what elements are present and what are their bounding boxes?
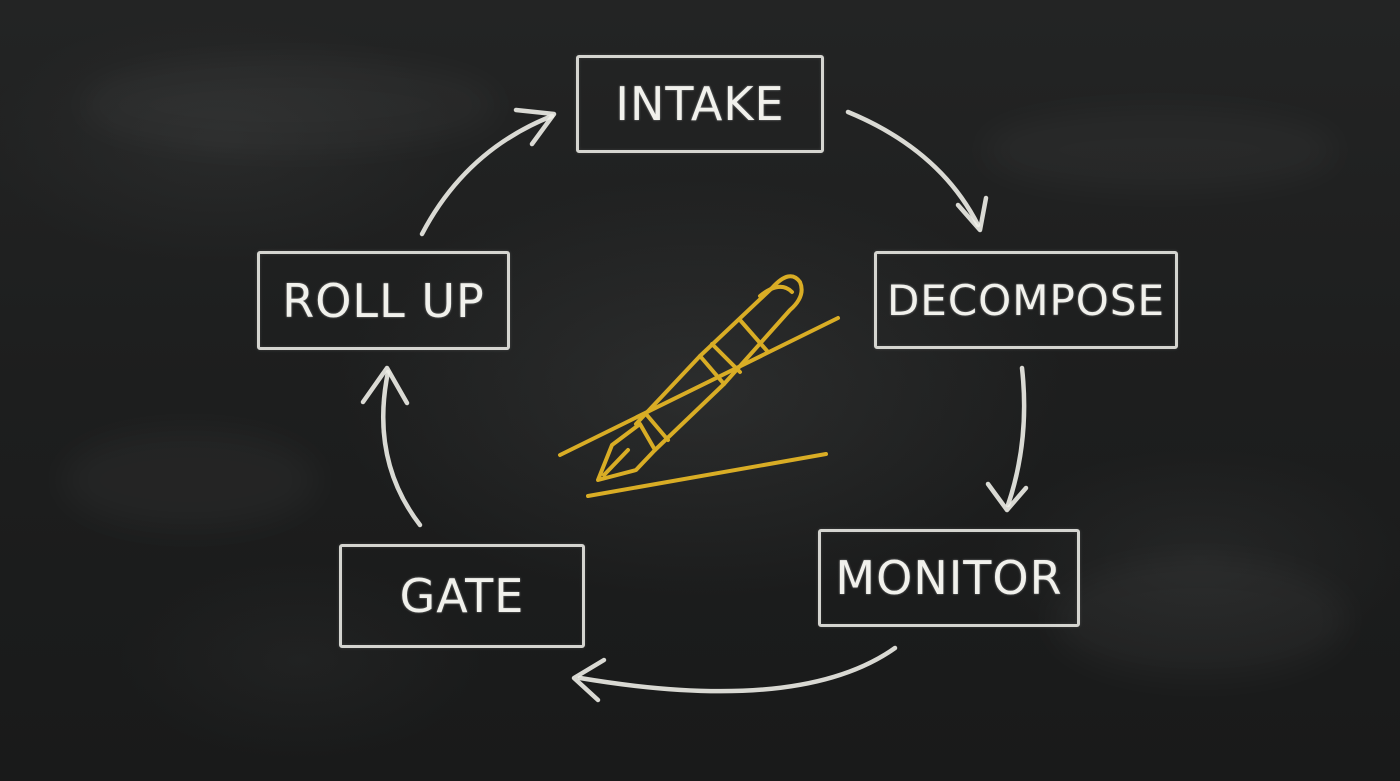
node-decompose: DECOMPOSE (874, 251, 1178, 349)
node-gate: GATE (339, 544, 585, 648)
node-gate-label: GATE (399, 569, 525, 623)
arrow-rollup-to-intake (419, 107, 557, 237)
arrow-gate-to-rollup (360, 365, 423, 528)
arrow-intake-to-decompose (845, 109, 989, 233)
arrow-monitor-to-gate (571, 645, 898, 703)
chalk-smudge (980, 110, 1340, 190)
chalk-smudge (80, 60, 500, 150)
node-monitor-label: MONITOR (835, 551, 1063, 605)
node-intake: INTAKE (576, 55, 824, 153)
node-intake-label: INTAKE (615, 77, 785, 131)
fountain-pen-icon (558, 274, 840, 498)
arrow-decompose-to-monitor (985, 365, 1029, 513)
chalk-smudge (1050, 560, 1350, 680)
node-decompose-label: DECOMPOSE (886, 275, 1166, 325)
chalk-smudge (60, 430, 320, 530)
node-roll-up-label: ROLL UP (282, 273, 485, 328)
node-monitor: MONITOR (818, 529, 1080, 627)
node-roll-up: ROLL UP (257, 251, 510, 350)
